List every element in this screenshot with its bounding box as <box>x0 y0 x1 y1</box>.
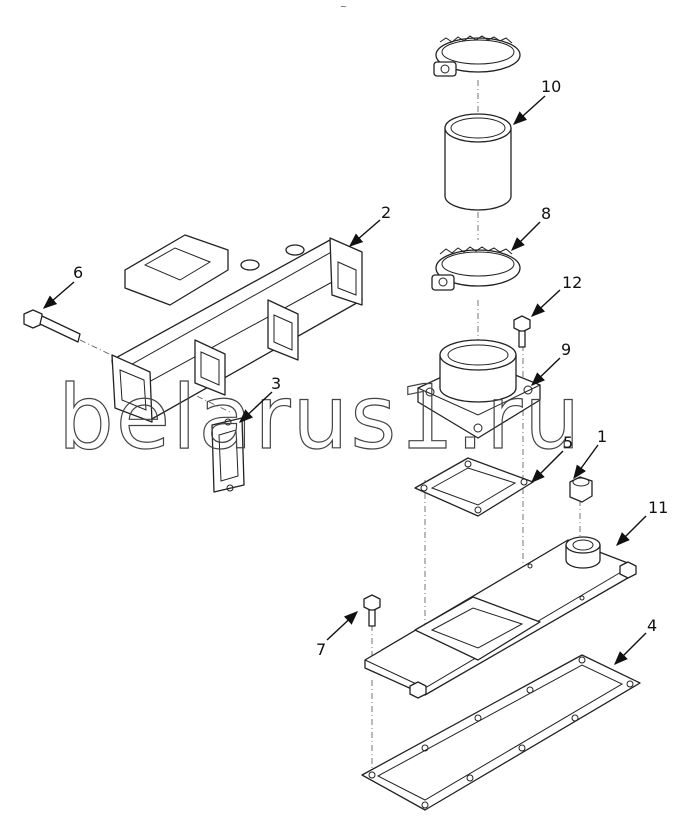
callout-11: 11 <box>648 498 668 517</box>
callout-10: 10 <box>541 77 561 96</box>
callout-leaders <box>42 95 647 665</box>
part-12-small-bolt <box>513 315 531 348</box>
hose-sleeve <box>444 113 512 211</box>
callout-labels: 1 2 3 4 5 6 7 8 9 10 11 12 <box>73 77 668 659</box>
callout-9: 9 <box>561 340 571 359</box>
callout-6: 6 <box>73 263 83 282</box>
callout-5: 5 <box>563 433 573 452</box>
callout-3: 3 <box>271 374 281 393</box>
callout-12: 12 <box>562 273 582 292</box>
part-3-manifold-gasket <box>211 417 245 493</box>
top-mark: ~ <box>340 2 347 11</box>
callout-8: 8 <box>541 204 551 223</box>
part-8-lower-hose-clamp <box>431 246 521 291</box>
part-4-cover-gasket <box>361 654 641 811</box>
part-11-cover-plate <box>364 536 637 699</box>
part-9-outlet-flange <box>417 339 541 439</box>
callout-1: 1 <box>597 427 607 446</box>
part-6-long-bolt <box>23 309 81 343</box>
part-1-nut <box>569 476 593 503</box>
part-7-bolt <box>363 594 381 627</box>
callout-2: 2 <box>381 203 391 222</box>
watermark: belarus1.ru <box>58 366 582 469</box>
part-2-exhaust-manifold <box>111 234 363 423</box>
part-10-upper-hose-clamp <box>433 35 521 77</box>
callout-4: 4 <box>647 616 657 635</box>
callout-7: 7 <box>316 640 326 659</box>
